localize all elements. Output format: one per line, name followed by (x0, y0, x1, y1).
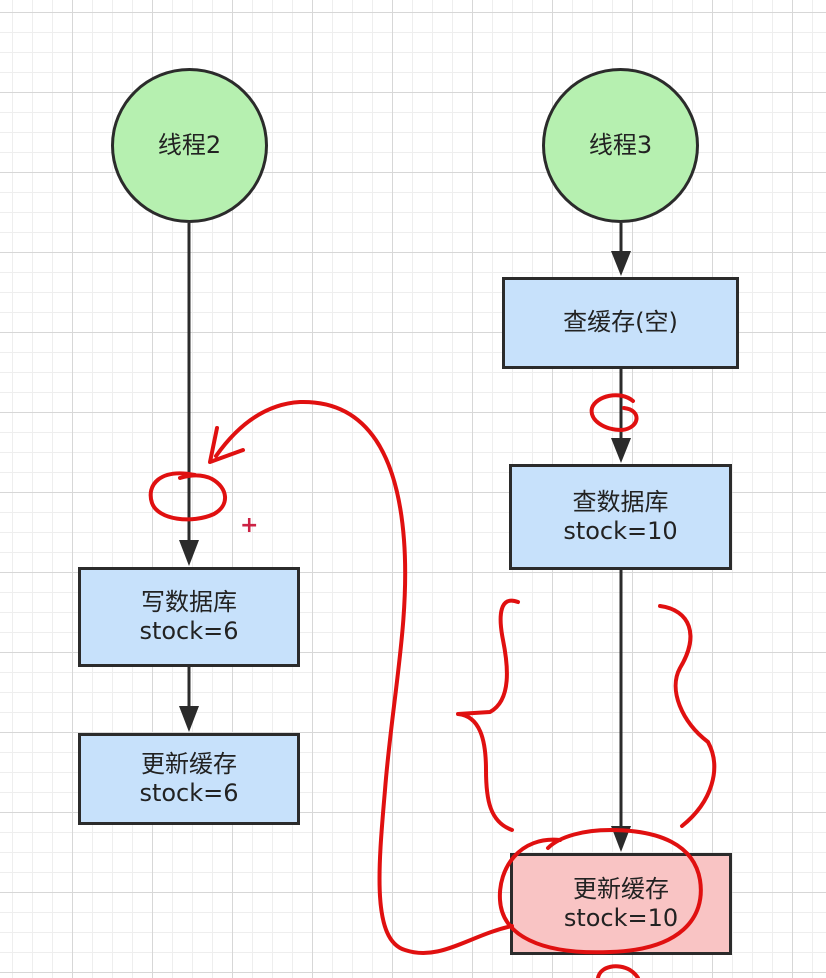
query-db-node: 查数据库 stock=10 (509, 464, 732, 570)
thread3-label: 线程3 (588, 130, 653, 159)
arrowhead-query-cache (611, 251, 631, 276)
right-update-cache-node: 更新缓存 stock=10 (510, 853, 732, 955)
thread2-label: 线程2 (157, 130, 222, 159)
write-db-line1: 写数据库 (141, 587, 237, 616)
annotation-bottom-mark (596, 964, 640, 978)
annotation-long-curve (214, 399, 514, 956)
thread2-node: 线程2 (111, 68, 268, 223)
left-update-cache-line2: stock=6 (139, 779, 239, 807)
arrowhead-query-db (611, 438, 631, 463)
annotation-brace-left (456, 598, 520, 832)
annotation-curve-arrowhead (208, 426, 245, 464)
arrowhead-left-update-cache (179, 706, 199, 732)
thread3-node: 线程3 (542, 68, 699, 223)
query-db-line2: stock=10 (563, 517, 678, 545)
left-update-cache-line1: 更新缓存 (141, 749, 237, 778)
annotation-loop-left (148, 471, 227, 522)
annotation-brace-right (658, 604, 717, 828)
right-update-cache-line2: stock=10 (563, 904, 679, 932)
write-db-line2: stock=6 (139, 617, 239, 645)
annotation-squiggle-top (589, 393, 639, 432)
query-db-line1: 查数据库 (572, 487, 669, 516)
write-db-node: 写数据库 stock=6 (78, 567, 300, 667)
query-cache-line1: 查缓存(空) (563, 308, 678, 337)
arrowhead-right-update-cache (611, 826, 631, 852)
arrowhead-write-db (179, 540, 199, 566)
left-update-cache-node: 更新缓存 stock=6 (78, 733, 300, 825)
query-cache-node: 查缓存(空) (502, 277, 739, 369)
right-update-cache-line1: 更新缓存 (573, 874, 669, 903)
cursor-plus: + (240, 513, 258, 538)
